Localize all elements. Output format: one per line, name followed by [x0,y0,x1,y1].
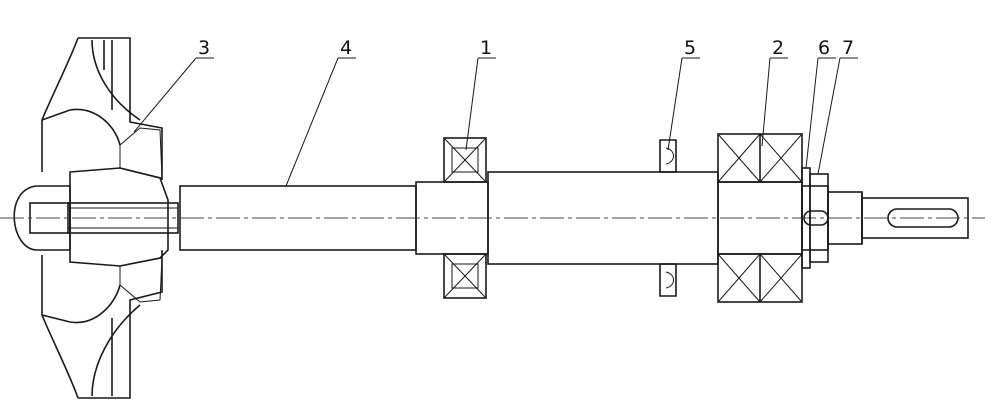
leader-lines [133,57,858,187]
part-label-5: 5 [684,37,696,59]
bearing-2 [717,133,803,303]
retaining-ring-5 [659,139,677,297]
part-label-4: 4 [340,37,352,59]
part-label-7: 7 [842,37,854,59]
bearing-1 [443,137,487,299]
lock-nut-7 [809,173,829,263]
part-label-3: 3 [198,37,210,59]
part-label-2: 2 [772,37,784,59]
impeller [41,37,169,399]
part-label-6: 6 [818,37,830,59]
part-label-1: 1 [480,37,492,59]
